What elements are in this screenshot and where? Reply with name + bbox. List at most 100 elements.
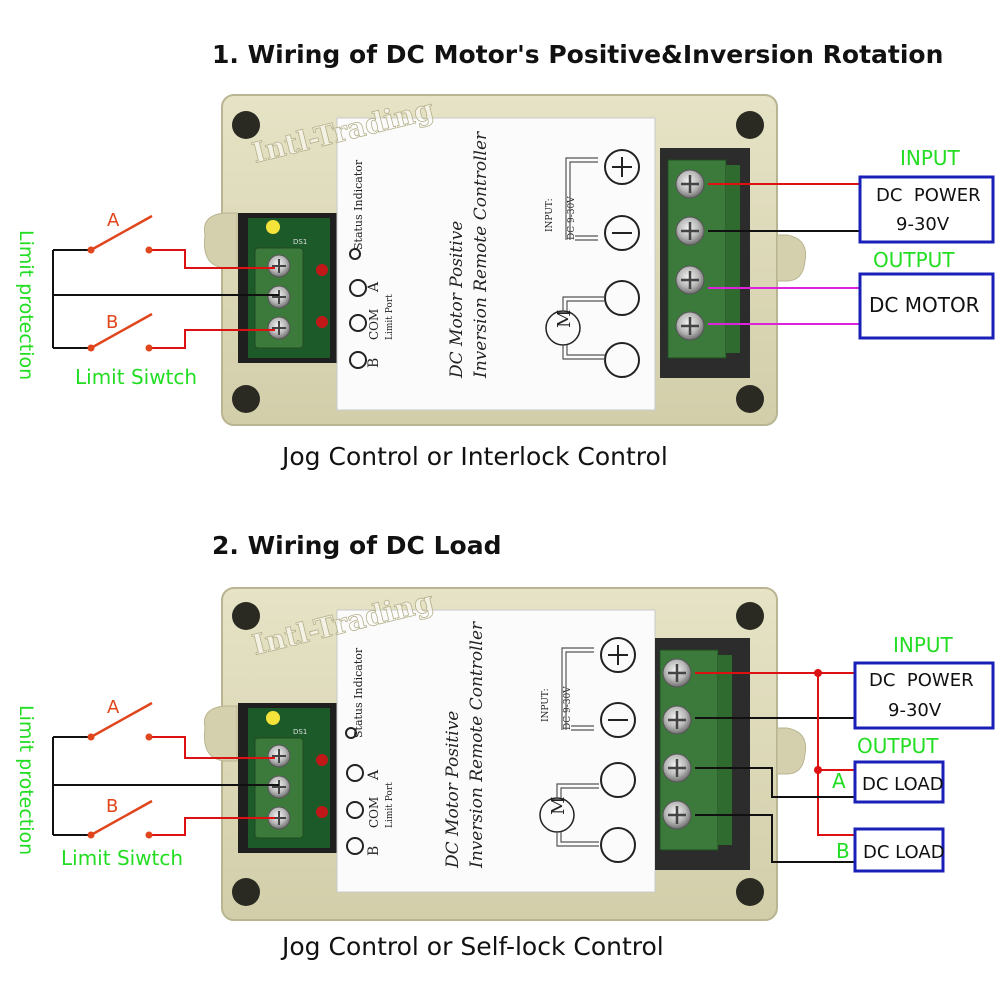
switch-a-label: A xyxy=(107,210,120,231)
limit-protection-label: Limit protection xyxy=(15,230,37,380)
junction-dot xyxy=(814,766,822,774)
junction-dot xyxy=(814,669,822,677)
input-range: DC 9-30V xyxy=(563,686,573,730)
status-led xyxy=(266,711,280,725)
port-b-circle xyxy=(349,351,367,369)
dc-motor-box xyxy=(858,272,995,340)
section1-wiring: A B Limit Siwtch Limit protection INPUT … xyxy=(15,146,995,389)
switch-b-label: B xyxy=(106,312,118,333)
output-heading: OUTPUT xyxy=(873,248,955,272)
pcb-component xyxy=(316,316,328,328)
section2-wiring: A B Limit Siwtch Limit protection INPUT … xyxy=(15,633,995,873)
limit-a-wire xyxy=(152,249,275,269)
port-b-label: B xyxy=(366,846,382,856)
limit-port-label: Limit Port xyxy=(385,782,395,828)
mount-hole xyxy=(232,385,260,413)
section2-title: 2. Wiring of DC Load xyxy=(212,531,502,560)
limit-a-wire xyxy=(152,736,275,759)
mount-hole xyxy=(232,878,260,906)
plus-symbol xyxy=(604,149,640,185)
load-a-positive-wire xyxy=(817,673,855,771)
mount-hole xyxy=(736,111,764,139)
status-led xyxy=(266,220,280,234)
mount-hole xyxy=(232,111,260,139)
switch-a-lever xyxy=(90,701,153,739)
status-indicator-label: Status Indicator xyxy=(352,647,365,738)
mount-hole xyxy=(736,602,764,630)
dc-power-box xyxy=(858,175,995,244)
motor-symbol-label: M xyxy=(548,797,569,815)
dc-power-line2: 9-30V xyxy=(888,700,942,721)
input-heading: INPUT xyxy=(900,146,961,170)
input-label: INPUT: xyxy=(541,688,551,722)
controller-device-2: DS1 Intl-Trading Status Indicator A COM … xyxy=(203,584,807,921)
output-circle-1 xyxy=(604,280,640,316)
pcb-component xyxy=(316,264,328,276)
device-name-line1: DC Motor Positive xyxy=(447,221,467,379)
pcb-component xyxy=(316,806,328,818)
port-a-circle xyxy=(346,764,364,782)
plus-symbol xyxy=(600,637,636,673)
device-name-line2: Inversion Remote Controller xyxy=(467,621,487,869)
input-range: DC 9-30V xyxy=(567,196,577,240)
status-indicator-dot xyxy=(345,727,357,739)
load-a-return-wire xyxy=(695,767,855,798)
port-com-label: COM xyxy=(367,797,381,828)
minus-symbol xyxy=(604,215,640,251)
dc-load-b-label: DC LOAD xyxy=(863,842,945,863)
status-indicator-label: Status Indicator xyxy=(352,159,365,250)
section2-caption: Jog Control or Self-lock Control xyxy=(282,932,664,961)
port-a-circle xyxy=(349,279,367,297)
limit-port-label: Limit Port xyxy=(385,294,395,340)
switch-b-lever xyxy=(90,799,153,837)
output-heading: OUTPUT xyxy=(857,734,939,758)
dc-power-line1: DC POWER xyxy=(876,185,981,206)
mounting-ear-right xyxy=(776,234,807,282)
switch-b-lever xyxy=(90,312,153,350)
load-b-positive-wire xyxy=(817,770,855,836)
port-com-circle xyxy=(349,314,367,332)
mount-hole xyxy=(736,878,764,906)
controller-device-1: DS1 Intl-Trading Status Indicator A COM … xyxy=(203,92,807,426)
mounting-ear-right xyxy=(776,727,807,775)
input-heading: INPUT xyxy=(893,633,954,657)
port-com-label: COM xyxy=(367,309,381,340)
dc-motor-label: DC MOTOR xyxy=(869,293,980,317)
device-name-line2: Inversion Remote Controller xyxy=(471,131,491,379)
minus-symbol xyxy=(600,702,636,738)
port-com-circle xyxy=(346,801,364,819)
port-a-label: A xyxy=(366,769,382,781)
pcb-component xyxy=(316,754,328,766)
dc-power-line2: 9-30V xyxy=(896,214,950,235)
output-circle-2 xyxy=(604,342,640,378)
port-b-label: B xyxy=(366,358,382,368)
limit-b-wire xyxy=(152,329,275,349)
ds1-label: DS1 xyxy=(293,238,307,246)
input-arrow xyxy=(565,651,594,730)
label-plate xyxy=(336,609,656,893)
switch-a-lever xyxy=(90,214,153,252)
limit-switch-label: Limit Siwtch xyxy=(61,846,183,870)
dc-load-a-label: DC LOAD xyxy=(862,774,944,795)
label-plate xyxy=(336,117,656,411)
output-circle-2 xyxy=(600,827,636,863)
port-a-label: A xyxy=(366,281,382,293)
dc-load-a-box xyxy=(853,760,945,804)
input-label: INPUT: xyxy=(545,198,555,232)
section1-caption: Jog Control or Interlock Control xyxy=(282,442,668,471)
limit-switch-label: Limit Siwtch xyxy=(75,365,197,389)
ds1-label: DS1 xyxy=(293,728,307,736)
device-name-line1: DC Motor Positive xyxy=(443,711,463,869)
load-b-tag: B xyxy=(836,839,850,863)
dc-power-box xyxy=(853,661,995,730)
load-b-return-wire xyxy=(695,814,855,863)
mount-hole xyxy=(232,602,260,630)
port-b-circle xyxy=(346,837,364,855)
mounting-ear-left xyxy=(203,705,238,762)
status-indicator-dot xyxy=(349,248,361,260)
mount-hole xyxy=(736,385,764,413)
section1-title: 1. Wiring of DC Motor's Positive&Inversi… xyxy=(212,40,944,69)
limit-b-wire xyxy=(152,817,275,836)
switch-b-label: B xyxy=(106,796,118,817)
